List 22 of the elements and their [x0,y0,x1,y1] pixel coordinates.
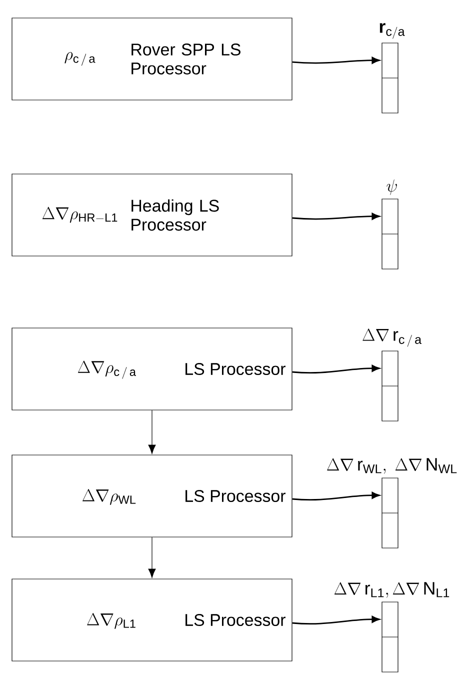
formula: $\rho_{\mathrm{c\,/\,a}}$ [64,52,96,66]
vector-label: $\Delta\nabla\,\mathrm{r}_{\mathrm{L1}},\Delta\nabla\,\mathrm{N}_{\mathrm{L1}}$ [334,582,450,598]
formula: $\Delta\nabla\rho_{\mathrm{c\,/\,a}}$ [78,360,136,379]
arrow [292,212,380,220]
box-label: LS Processor [186,614,286,626]
vector-label: $\mathbf{r}_{\mathrm{c/a}}$ [380,23,405,39]
formula: $\Delta\nabla\rho_{\mathrm{WL}}$ [82,489,136,505]
arrow [292,364,380,374]
vector-label: $\Delta\nabla\,\mathrm{r}_{\mathrm{WL}},\ \Delta\nabla\,\mathrm{N}_{\mathrm{WL}}$ [327,458,457,474]
arrow [292,492,380,500]
vector-label: $\Delta\nabla\,\mathrm{r}_{\mathrm{c\,/\,a}}$ [362,328,422,347]
arrow [292,56,380,64]
box-label: Rover SPP LS Processor [132,44,240,74]
box-label: Heading LS Processor [132,199,219,231]
box-label: LS Processor [186,490,286,502]
formula: $\Delta\nabla\rho_{\mathrm{HR{-}L1}}$ [42,206,118,223]
arrow [148,410,156,454]
arrow [148,537,156,578]
formula: $\Delta\nabla\rho_{\mathrm{L1}}$ [87,613,136,629]
vector-label: $\psi$ [386,180,397,195]
arrow [292,616,380,624]
box-label: LS Processor [186,363,286,375]
